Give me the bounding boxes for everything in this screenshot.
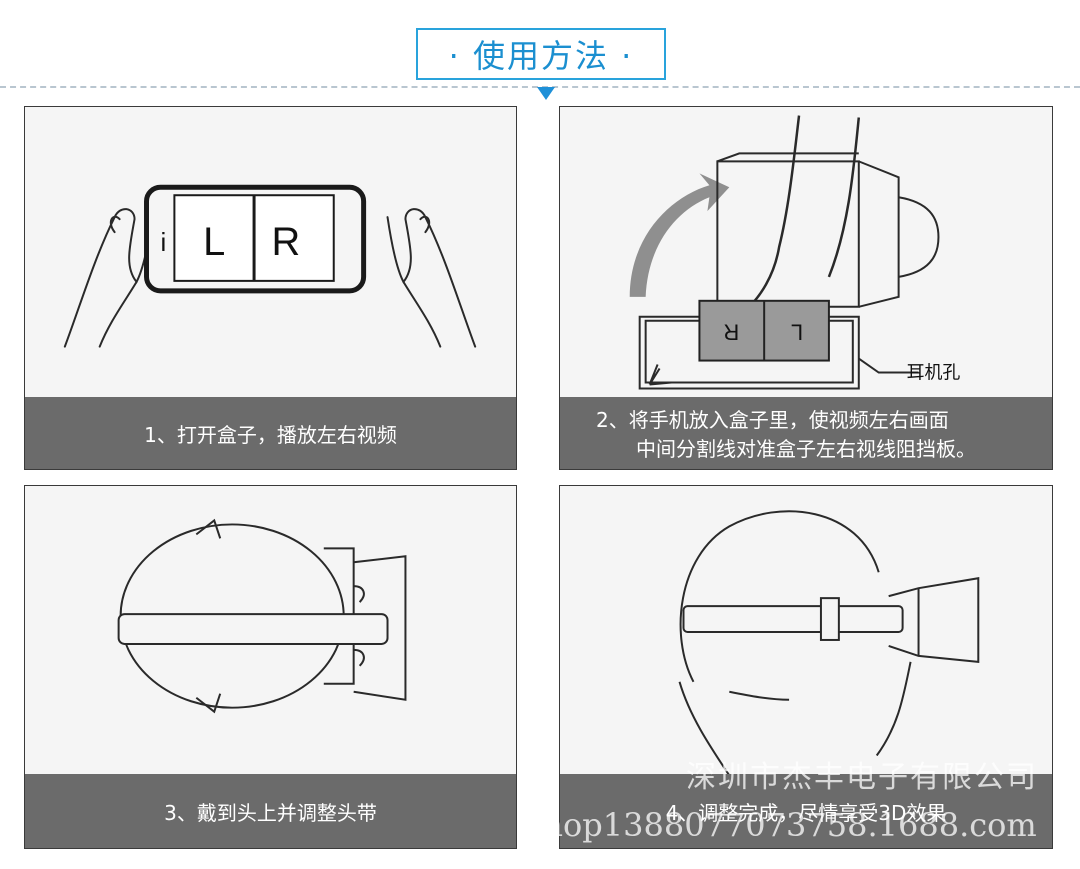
shop-url-watermark: shop1388077073758.1688.com (526, 806, 1037, 844)
earphone-hole-callout: 耳机孔 (907, 362, 961, 383)
wearing-headset-illustration (560, 486, 1052, 776)
screen-right-label: R (272, 220, 301, 264)
step-1-caption: 1、打开盒子，播放左右视频 (144, 419, 397, 448)
step-3-caption: 3、戴到头上并调整头带 (164, 797, 377, 826)
hands-holding-phone-illustration: L R i (25, 107, 516, 397)
header-pointer-icon (537, 87, 555, 100)
step-1-caption-bar: 1、打开盒子，播放左右视频 (25, 397, 516, 469)
step-2-panel: R L 耳机孔 2、将手机放入盒子里，使视频左右画面 中间分割线对准盒子左右视线… (559, 106, 1053, 470)
section-title: · 使用方法 · (416, 28, 666, 80)
headset-top-view-illustration (25, 486, 516, 776)
step-1-panel: L R i 1、打开盒子，播放左右视频 (24, 106, 517, 470)
insert-phone-illustration: R L 耳机孔 (560, 107, 1052, 399)
step-2-caption-bar: 2、将手机放入盒子里，使视频左右画面 中间分割线对准盒子左右视线阻挡板。 (560, 397, 1052, 469)
company-watermark: 深圳市杰丰电子有限公司 (686, 752, 1038, 796)
screen-right-label-rotated: L (791, 320, 803, 345)
step-3-caption-bar: 3、戴到头上并调整头带 (25, 774, 516, 848)
screen-left-label-rotated: R (723, 320, 739, 345)
phone-mark: i (161, 229, 167, 257)
step-2-caption-line-1: 2、将手机放入盒子里，使视频左右画面 (596, 404, 1052, 433)
step-3-panel: 3、戴到头上并调整头带 (24, 485, 517, 849)
step-2-caption-line-2: 中间分割线对准盒子左右视线阻挡板。 (596, 433, 1052, 462)
screen-left-label: L (203, 220, 225, 264)
